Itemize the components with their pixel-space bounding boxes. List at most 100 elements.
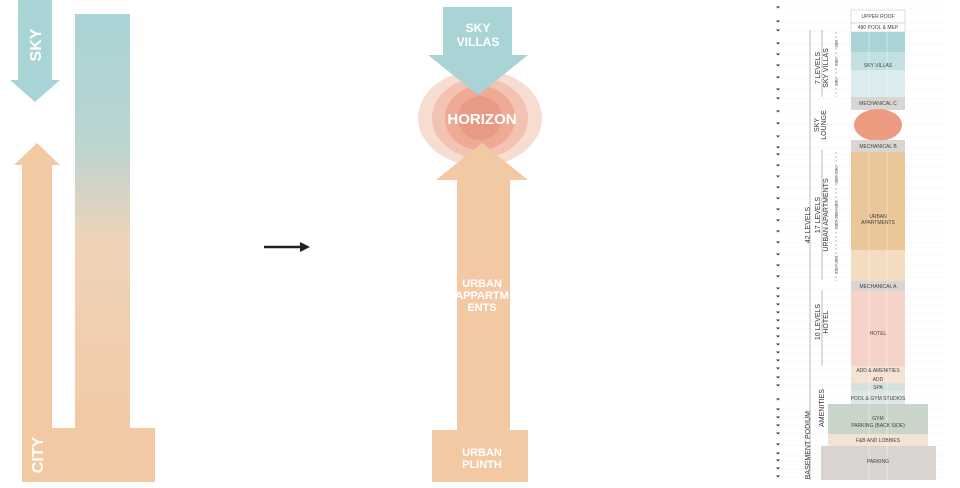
block-urban-apartments-1: URBAN [869, 214, 887, 220]
block-mechanical-a: MECHANICAL A [859, 284, 897, 290]
block-pool-gym: POOL & GYM STUDIOS [851, 396, 906, 402]
zone-amenities: AMENITIES [819, 389, 826, 427]
level-marker-icon [776, 343, 780, 346]
level-marker-icon [776, 475, 780, 478]
level-marker-icon [776, 42, 780, 45]
zone-hotel: HOTEL [823, 310, 830, 333]
level-marker-icon [776, 424, 780, 427]
horizon-label: HORIZON [447, 111, 516, 128]
zone-sky-lounge-2: LOUNGE [821, 110, 828, 140]
block-add-amenities: ADD & AMENITIES [856, 368, 900, 374]
urban-apartments-line2: APPARTM [455, 290, 509, 302]
zone-brackets [809, 30, 837, 480]
block-add: ADD [873, 377, 884, 383]
urban-plinth-line2: PLINTH [462, 459, 502, 471]
level-marker-icon [776, 459, 780, 462]
zone-sky-villas: SKY VILLAS [823, 48, 830, 88]
level-marker-icon [776, 311, 780, 314]
urban-arrow [436, 143, 528, 430]
level-marker-icon [776, 467, 780, 470]
level-marker-icon [776, 295, 780, 298]
level-marker-icon [776, 164, 780, 167]
level-marker-icon [776, 76, 780, 79]
block-fb-lobbies: F&B AND LOBBIES [856, 438, 901, 444]
urban-apartments-line3: ENTS [467, 302, 496, 314]
level-marker-icon [776, 153, 780, 156]
dim-4: 380+380 [834, 166, 839, 184]
dim-5: 380+380+480 [834, 201, 839, 229]
zone-urban-apartments: URBAN APARTMENTS [823, 178, 830, 252]
dim-1: 480 [834, 40, 839, 48]
level-marker-icon [776, 335, 780, 338]
level-marker-icon [776, 264, 780, 267]
level-marker-icon [776, 175, 780, 178]
zone-podium: PODIUM [805, 411, 812, 439]
block-urban-apartments-2: APARTMENTS [861, 220, 895, 226]
block-sky-villas: SKY VILLAS [864, 63, 893, 69]
urban-plinth [432, 430, 528, 482]
sky-villas-arrow [428, 7, 528, 95]
tower-section [821, 9, 936, 480]
zone-sky-lounge-1: SKY [814, 118, 821, 132]
level-marker-icon [776, 384, 780, 387]
block-parking-back: PARKING (BACK SIDE) [851, 423, 905, 429]
level-marker-icon [776, 88, 780, 91]
gradient-tower-base [51, 428, 155, 482]
zone-sky-villas-levels: 7 LEVELS [815, 52, 822, 85]
level-marker-icon [776, 241, 780, 244]
urban-apartments-line1: URBAN [462, 278, 502, 290]
level-marker-icon [776, 20, 780, 23]
level-marker-icon [776, 64, 780, 67]
level-marker-icon [776, 398, 780, 401]
level-marker-icon [776, 208, 780, 211]
level-marker-icon [776, 367, 780, 370]
sky-villas-line2: VILLAS [457, 35, 500, 49]
level-marker-icon [776, 287, 780, 290]
sky-villas-line1: SKY [466, 21, 491, 35]
level-marker-icon [776, 146, 780, 149]
level-lines [776, 6, 945, 478]
zone-basement: BASEMENT [805, 440, 812, 479]
level-marker-icon [776, 135, 780, 138]
block-upper-roof: UPPER ROOF [861, 14, 894, 20]
level-marker-icon [776, 110, 780, 113]
level-marker-icon [776, 53, 780, 56]
level-marker-icon [776, 230, 780, 233]
level-marker-icon [776, 186, 780, 189]
level-marker-icon [776, 359, 780, 362]
urban-plinth-line1: URBAN [462, 447, 502, 459]
level-marker-icon [776, 303, 780, 306]
block-mechanical-c: MECHANICAL C [859, 101, 897, 107]
right-arrow-icon [264, 242, 310, 252]
block-pool-mep: 480 POOL & MEP [858, 25, 899, 31]
level-marker-icon [776, 327, 780, 330]
level-marker-icon [776, 97, 780, 100]
sky-arrow [10, 0, 60, 102]
zone-hotel-levels: 10 LEVELS [815, 304, 822, 341]
dim-3: 480 [834, 78, 839, 86]
city-label: CITY [30, 436, 47, 473]
level-marker-icon [776, 275, 780, 278]
level-marker-icon [776, 376, 780, 379]
dim-6: 250+380 [834, 256, 839, 274]
level-marker-icon [776, 6, 780, 9]
city-arrow [14, 143, 60, 482]
block-gym: GYM [872, 416, 883, 422]
level-marker-icon [776, 408, 780, 411]
level-marker-icon [776, 443, 780, 446]
block-mechanical-b: MECHANICAL B [859, 144, 897, 150]
level-marker-icon [776, 253, 780, 256]
block-parking: PARKING [867, 459, 889, 465]
level-marker-icon [776, 197, 780, 200]
block-spa: SPA [873, 385, 883, 391]
level-marker-icon [776, 416, 780, 419]
gradient-tower [75, 14, 130, 430]
zone-apt-levels: 17 LEVELS [815, 197, 822, 234]
level-marker-icon [776, 432, 780, 435]
level-marker-icon [776, 351, 780, 354]
block-hotel: HOTEL [870, 331, 887, 337]
dim-2: 500 [834, 58, 839, 66]
level-marker-icon [776, 122, 780, 125]
